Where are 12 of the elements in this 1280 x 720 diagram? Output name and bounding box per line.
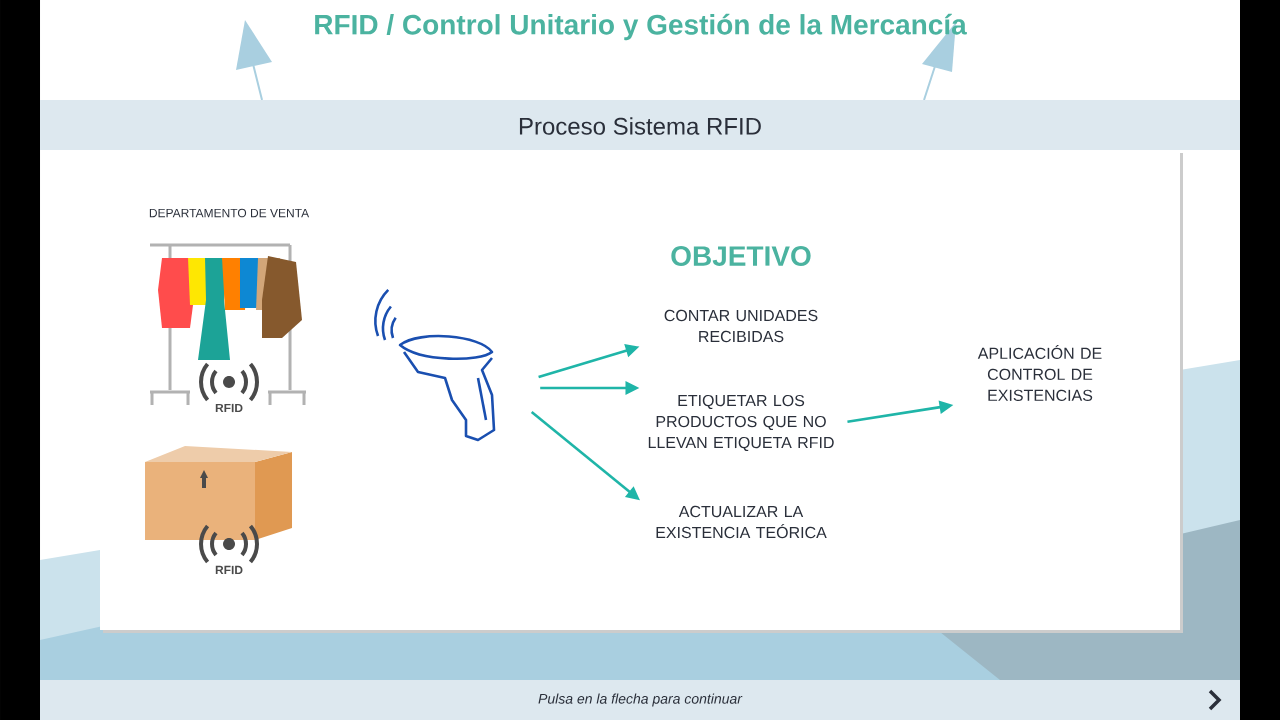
step-text: CONTAR UNIDADES RECIBIDAS — [664, 309, 818, 343]
footer-bar: Pulsa en la flecha para continuar — [40, 680, 1240, 720]
barcode-scanner-drawing — [374, 288, 496, 442]
step-text: APLICACIÓN DE CONTROL DE EXISTENCIAS — [977, 345, 1102, 401]
icon-label: RFID — [215, 565, 243, 575]
caption: DEPARTAMENTO DE VENTA — [149, 208, 310, 218]
step-text: ACTUALIZAR LA EXISTENCIA TEÓRICA — [656, 505, 827, 539]
heading: OBJETIVO — [671, 246, 811, 266]
step-text: ETIQUETAR LOS PRODUCTOS QUE NO LLEVAN ETIQUETA RFID — [648, 394, 834, 452]
section-header: Proceso Sistema RFID — [40, 100, 1240, 150]
title: RFID / Control Unitario y Gestión de la Mercancía — [315, 13, 967, 41]
icon-label: RFID — [215, 403, 243, 413]
